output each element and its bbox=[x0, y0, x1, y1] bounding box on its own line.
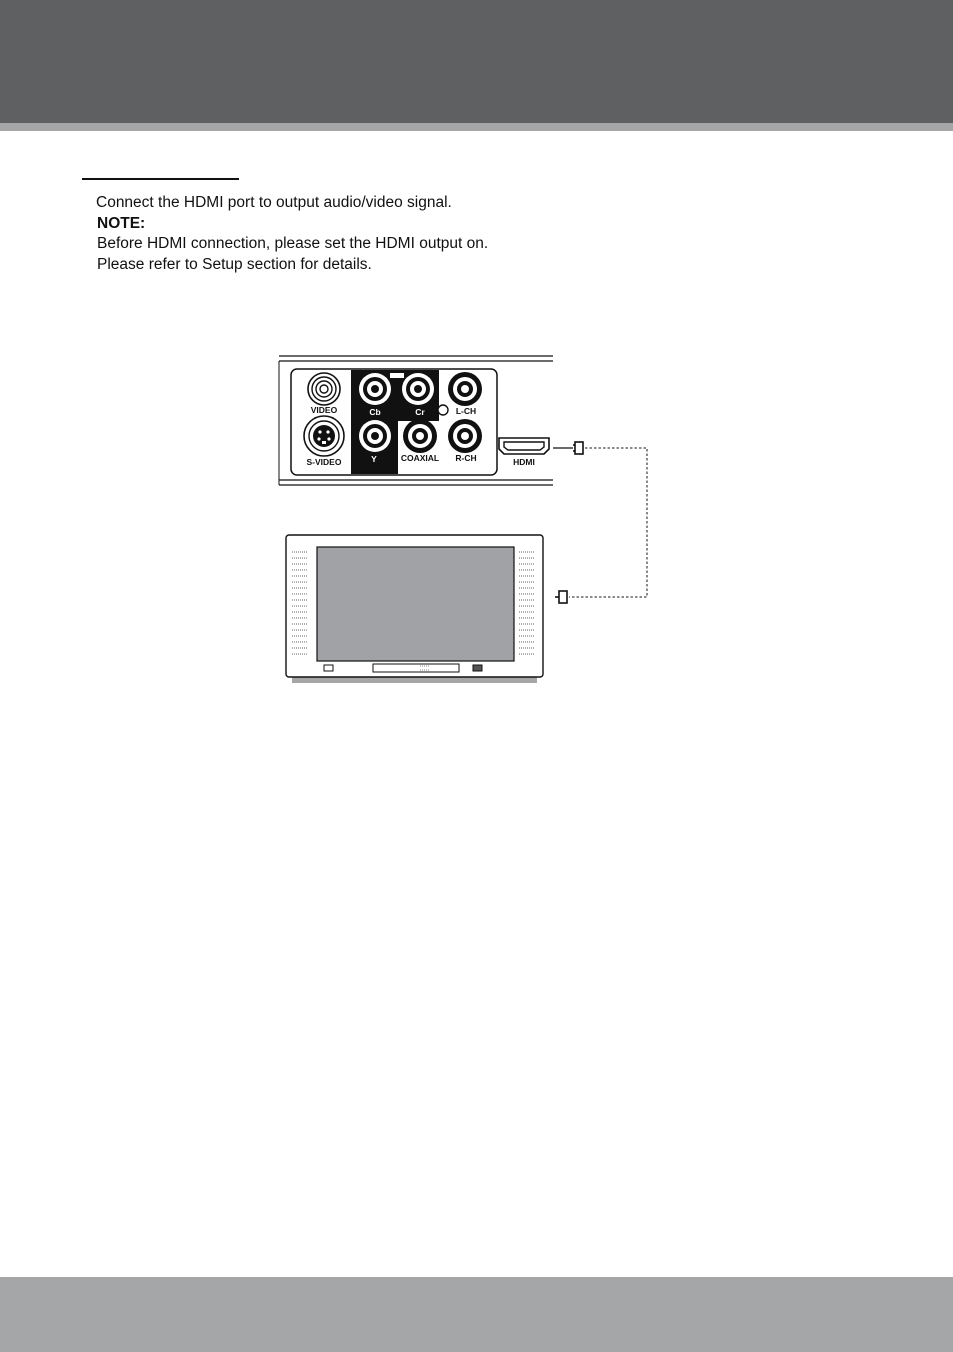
note-line-2: Please refer to Setup section for detail… bbox=[97, 255, 796, 276]
y-jack-icon bbox=[359, 420, 391, 452]
player-rear-panel bbox=[279, 356, 553, 485]
cr-jack-icon bbox=[402, 373, 434, 405]
hdmi-port-icon bbox=[499, 438, 549, 454]
label-l-ch: L-CH bbox=[456, 406, 476, 416]
tv-sensor-icon bbox=[473, 665, 482, 671]
l-ch-jack-icon bbox=[448, 372, 482, 406]
footer-band bbox=[0, 1277, 953, 1352]
video-jack-icon bbox=[308, 373, 340, 405]
label-r-ch: R-CH bbox=[455, 453, 476, 463]
indicator-icon bbox=[438, 405, 448, 415]
cable-plug-top-icon bbox=[573, 442, 583, 454]
port-labels: VIDEO S-VIDEO Cb Cr Y COAXIAL L-CH R-CH … bbox=[307, 405, 535, 467]
section-heading-rule bbox=[82, 178, 239, 180]
label-y: Y bbox=[371, 454, 377, 464]
tv-power-button-icon bbox=[324, 665, 333, 671]
label-coaxial: COAXIAL bbox=[401, 453, 439, 463]
label-cb: Cb bbox=[369, 407, 380, 417]
hdmi-cable bbox=[553, 442, 647, 603]
r-ch-jack-icon bbox=[448, 419, 482, 453]
label-cr: Cr bbox=[415, 407, 425, 417]
tv-left-speaker-grille bbox=[292, 552, 308, 654]
label-video: VIDEO bbox=[311, 405, 338, 415]
header-stripe bbox=[0, 123, 953, 131]
cb-jack-icon bbox=[359, 373, 391, 405]
note-label: NOTE: bbox=[97, 214, 796, 235]
header-band bbox=[0, 0, 953, 123]
tv-right-speaker-grille bbox=[519, 552, 535, 654]
label-s-video: S-VIDEO bbox=[307, 457, 342, 467]
component-panel bbox=[351, 370, 439, 474]
tv-screen bbox=[317, 547, 514, 661]
tv-control-strip bbox=[373, 664, 459, 672]
note-line-1: Before HDMI connection, please set the H… bbox=[97, 234, 796, 255]
s-video-jack-icon bbox=[304, 416, 344, 456]
instructions-text: Connect the HDMI port to output audio/vi… bbox=[96, 193, 796, 275]
cable-plug-bottom-icon bbox=[555, 591, 567, 603]
intro-line: Connect the HDMI port to output audio/vi… bbox=[96, 193, 796, 214]
tv-icon bbox=[286, 535, 543, 683]
coaxial-jack-icon bbox=[403, 419, 437, 453]
label-hdmi: HDMI bbox=[513, 457, 535, 467]
component-marker-icon bbox=[390, 373, 404, 378]
